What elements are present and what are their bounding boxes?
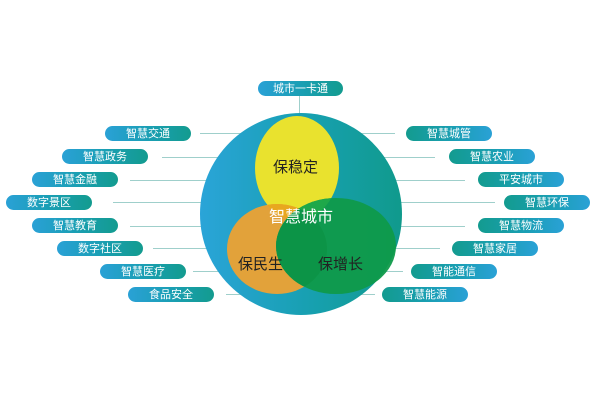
- connector-left-2: [162, 157, 232, 158]
- pill-right-7: 智能通信: [411, 264, 497, 279]
- yellow-ellipse: [255, 116, 339, 220]
- connector-right-3: [385, 180, 465, 181]
- connector-left-4: [113, 202, 208, 203]
- pill-left-3: 智慧金融: [32, 172, 118, 187]
- connector-left-1: [200, 133, 260, 134]
- venn-label-stability: 保稳定: [273, 158, 319, 176]
- pill-right-3: 平安城市: [478, 172, 564, 187]
- connector-right-6: [390, 248, 440, 249]
- venn-label-livelihood: 保民生: [238, 255, 284, 273]
- connector-left-6: [153, 248, 213, 249]
- pill-right-6: 智慧家居: [452, 241, 538, 256]
- pill-right-4: 智慧环保: [504, 195, 590, 210]
- pill-left-5: 智慧教育: [32, 218, 118, 233]
- pill-left-7: 智慧医疗: [100, 264, 186, 279]
- connector-right-1: [340, 133, 395, 134]
- pill-city-card: 城市一卡通: [258, 81, 343, 96]
- connector-left-5: [130, 226, 205, 227]
- pill-left-1: 智慧交通: [105, 126, 191, 141]
- pill-right-2: 智慧农业: [449, 149, 535, 164]
- connector-left-7: [193, 271, 223, 272]
- pill-right-5: 智慧物流: [478, 218, 564, 233]
- connector-left-8: [226, 294, 246, 295]
- connector-top: [299, 96, 300, 114]
- connector-right-7: [378, 271, 403, 272]
- pill-right-8: 智慧能源: [382, 287, 468, 302]
- pill-left-6: 数字社区: [57, 241, 143, 256]
- pill-left-4: 数字景区: [6, 195, 92, 210]
- venn-label-growth: 保增长: [318, 255, 364, 273]
- pill-left-2: 智慧政务: [62, 149, 148, 164]
- pill-left-8: 食品安全: [128, 287, 214, 302]
- connector-right-2: [370, 157, 435, 158]
- venn-label-center: 智慧城市: [269, 207, 334, 226]
- pill-right-1: 智慧城管: [406, 126, 492, 141]
- connector-right-4: [395, 202, 495, 203]
- connector-left-3: [130, 180, 215, 181]
- connector-right-8: [355, 294, 375, 295]
- connector-right-5: [395, 226, 465, 227]
